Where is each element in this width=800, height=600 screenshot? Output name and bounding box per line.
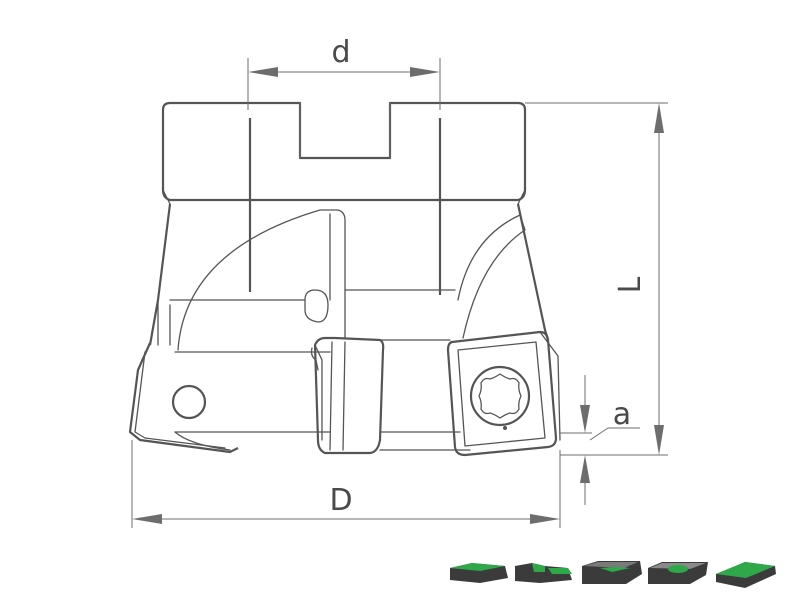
bore-centerlines [248, 118, 442, 295]
label-d: d [331, 35, 350, 70]
insert-flat-icon [450, 563, 508, 583]
torx-icon [478, 373, 522, 419]
dimension-d: d [247, 35, 441, 110]
insert-icons [450, 561, 776, 588]
insert-round-hole-icon [648, 562, 708, 584]
insert-left [310, 336, 385, 455]
insert-right [446, 330, 561, 457]
label-l: L [613, 276, 648, 293]
dimension-l: L [525, 102, 668, 456]
label-a: a [613, 397, 631, 432]
insert-square-icon [582, 561, 642, 584]
dimension-a: a [560, 375, 640, 505]
cutter-body [128, 101, 550, 454]
dimension-d-large: D [131, 440, 561, 528]
insert-wedge-icon [716, 562, 776, 588]
insert-step-icon [515, 563, 572, 583]
label-d-large: D [329, 483, 352, 518]
